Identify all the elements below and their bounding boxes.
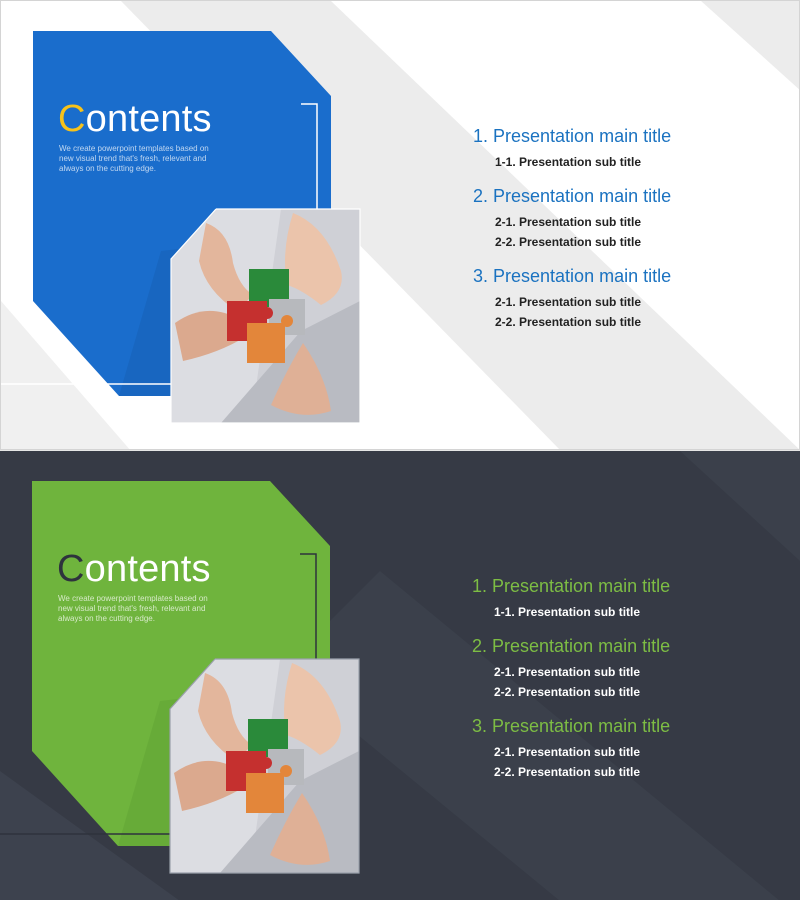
- toc-section-2: 2. Presentation main title 2-1. Presenta…: [472, 634, 782, 702]
- toc-main-title[interactable]: 3. Presentation main title: [472, 716, 671, 736]
- puzzle-hands-image: [169, 658, 360, 874]
- background-stripes: [0, 451, 800, 900]
- toc-sub-title[interactable]: 2-2. Presentation sub title: [495, 235, 642, 249]
- contents-slide-dark: Contents We create powerpoint templates …: [0, 451, 800, 900]
- toc-section-2: 2. Presentation main title 2-1. Presenta…: [473, 184, 783, 252]
- toc-sub-title[interactable]: 2-1. Presentation sub title: [494, 745, 641, 759]
- heading-rest: ontents: [85, 98, 212, 140]
- toc-sub-title[interactable]: 2-1. Presentation sub title: [495, 295, 642, 309]
- toc-section-3: 3. Presentation main title 2-1. Presenta…: [473, 264, 783, 332]
- table-of-contents: 1. Presentation main title 1-1. Presenta…: [473, 124, 783, 344]
- toc-main-title[interactable]: 3. Presentation main title: [473, 266, 672, 286]
- heading-first-letter: C: [58, 98, 86, 140]
- contents-heading: Contents: [58, 97, 212, 141]
- toc-main-title[interactable]: 2. Presentation main title: [473, 186, 672, 206]
- toc-section-1: 1. Presentation main title 1-1. Presenta…: [472, 574, 782, 622]
- toc-sub-title[interactable]: 1-1. Presentation sub title: [494, 605, 641, 619]
- puzzle-hands-image: [170, 208, 361, 424]
- contents-slide-light: Contents We create powerpoint templates …: [0, 0, 800, 450]
- toc-sub-title[interactable]: 2-1. Presentation sub title: [495, 215, 642, 229]
- toc-main-title[interactable]: 2. Presentation main title: [472, 636, 671, 656]
- toc-section-3: 3. Presentation main title 2-1. Presenta…: [472, 714, 782, 782]
- heading-rest: ontents: [84, 548, 211, 590]
- toc-sub-title[interactable]: 2-2. Presentation sub title: [495, 315, 642, 329]
- contents-blurb: We create powerpoint templates based on …: [58, 594, 208, 623]
- toc-main-title[interactable]: 1. Presentation main title: [472, 576, 671, 596]
- toc-sub-title[interactable]: 1-1. Presentation sub title: [495, 155, 642, 169]
- table-of-contents: 1. Presentation main title 1-1. Presenta…: [472, 574, 782, 794]
- toc-section-1: 1. Presentation main title 1-1. Presenta…: [473, 124, 783, 172]
- contents-blurb: We create powerpoint templates based on …: [59, 144, 209, 173]
- contents-heading: Contents: [57, 547, 211, 591]
- toc-sub-title[interactable]: 2-2. Presentation sub title: [494, 765, 641, 779]
- toc-main-title[interactable]: 1. Presentation main title: [473, 126, 672, 146]
- toc-sub-title[interactable]: 2-2. Presentation sub title: [494, 685, 641, 699]
- heading-first-letter: C: [57, 548, 85, 590]
- toc-sub-title[interactable]: 2-1. Presentation sub title: [494, 665, 641, 679]
